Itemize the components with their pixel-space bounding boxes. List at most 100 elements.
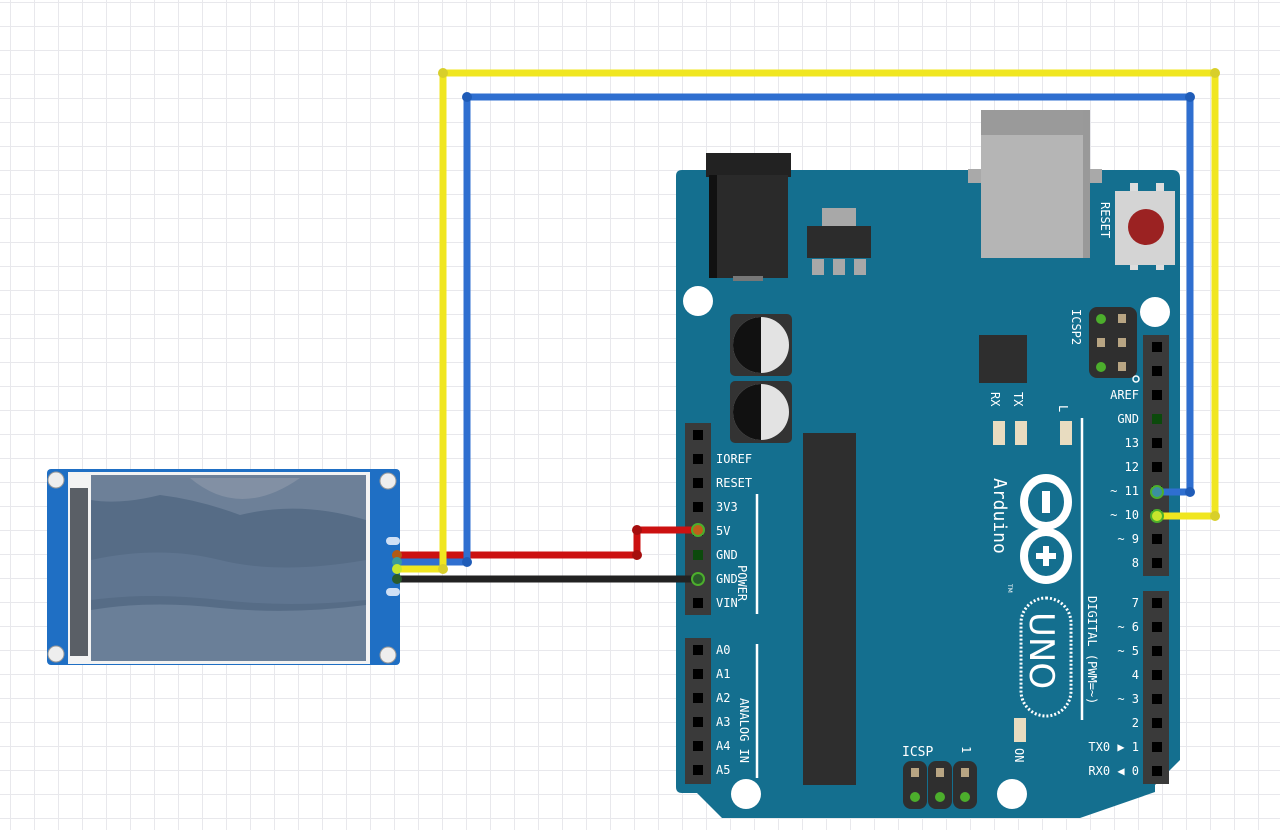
header-pin-socket[interactable] bbox=[693, 478, 703, 488]
voltage-regulator bbox=[807, 208, 871, 275]
header-pin-socket[interactable] bbox=[1152, 646, 1162, 656]
header-pin-socket[interactable] bbox=[693, 454, 703, 464]
header-pin-socket[interactable] bbox=[1152, 414, 1162, 424]
pin-label: 12 bbox=[1125, 460, 1139, 474]
tx-wire[interactable] bbox=[397, 93, 1194, 566]
pin-label: ~ 3 bbox=[1117, 692, 1139, 706]
trademark-symbol: TM bbox=[1006, 583, 1013, 593]
header-pin-socket[interactable] bbox=[693, 598, 703, 608]
mounting-hole bbox=[1140, 297, 1170, 327]
header-pin-socket[interactable] bbox=[1152, 670, 1162, 680]
power-header bbox=[685, 423, 711, 615]
header-pin-socket[interactable] bbox=[1152, 622, 1162, 632]
icsp-label: ICSP bbox=[902, 745, 933, 760]
on-led bbox=[1014, 718, 1026, 742]
header-pin-socket[interactable] bbox=[1152, 534, 1162, 544]
pin-label: 13 bbox=[1125, 436, 1139, 450]
rx-wire[interactable] bbox=[397, 69, 1219, 573]
header-pin-socket[interactable] bbox=[1152, 598, 1162, 608]
digital-header-lower bbox=[1143, 591, 1169, 784]
icsp2-header bbox=[1089, 307, 1140, 383]
atmega-chip bbox=[803, 433, 856, 785]
lcd-display-module[interactable] bbox=[47, 469, 400, 665]
tx-led bbox=[1015, 421, 1027, 445]
usb-chip bbox=[979, 335, 1027, 383]
pin-label: A3 bbox=[716, 715, 730, 729]
arduino-logo bbox=[1020, 474, 1072, 584]
pin-label: A4 bbox=[716, 739, 730, 753]
gnd-pin-connection bbox=[691, 572, 705, 586]
header-pin-socket[interactable] bbox=[1152, 718, 1162, 728]
mounting-hole bbox=[379, 472, 397, 490]
pin-label: AREF bbox=[1110, 388, 1139, 402]
header-pin-socket[interactable] bbox=[1152, 462, 1162, 472]
pin-label: 2 bbox=[1132, 716, 1139, 730]
mounting-hole bbox=[379, 646, 397, 664]
pin-label: ~ 10 bbox=[1110, 508, 1139, 522]
header-pin-socket[interactable] bbox=[1152, 742, 1162, 752]
mounting-hole bbox=[47, 471, 65, 489]
pin-label: TX0 ▶ 1 bbox=[1088, 740, 1139, 754]
header-pin-socket[interactable] bbox=[1152, 366, 1162, 376]
header-pin-socket[interactable] bbox=[1152, 342, 1162, 352]
pin-label: RESET bbox=[716, 476, 752, 490]
pin-label: GND bbox=[716, 548, 738, 562]
reset-button-cap[interactable] bbox=[1128, 209, 1164, 245]
pin-label: 4 bbox=[1132, 668, 1139, 682]
digital-group-label: DIGITAL (PWM=~) bbox=[1085, 596, 1099, 704]
arduino-uno-board[interactable]: RESET ICSP2 RX TX bbox=[676, 110, 1180, 818]
header-pin-socket[interactable] bbox=[1152, 438, 1162, 448]
header-pin-socket[interactable] bbox=[693, 550, 703, 560]
header-pin-socket[interactable] bbox=[1152, 390, 1162, 400]
mounting-hole bbox=[683, 286, 713, 316]
header-pin-socket[interactable] bbox=[693, 669, 703, 679]
header-pin-socket[interactable] bbox=[693, 765, 703, 775]
pin-label: VIN bbox=[716, 596, 738, 610]
pin-label: GND bbox=[1117, 412, 1139, 426]
l-led bbox=[1060, 421, 1072, 445]
analog-group-label: ANALOG IN bbox=[737, 698, 751, 763]
pin-label: ~ 9 bbox=[1117, 532, 1139, 546]
header-pin-socket[interactable] bbox=[1152, 558, 1162, 568]
header-pin-socket[interactable] bbox=[1152, 766, 1162, 776]
pin-label: ~ 5 bbox=[1117, 644, 1139, 658]
pin-label: GND bbox=[716, 572, 738, 586]
pin-label: 8 bbox=[1132, 556, 1139, 570]
pin-label: 3V3 bbox=[716, 500, 738, 514]
mounting-hole bbox=[47, 645, 65, 663]
header-pin-socket[interactable] bbox=[1152, 694, 1162, 704]
pin-label: A5 bbox=[716, 763, 730, 777]
icsp2-label: ICSP2 bbox=[1069, 309, 1083, 345]
reset-button[interactable] bbox=[1115, 183, 1175, 270]
rx-led bbox=[993, 421, 1005, 445]
header-pin-socket[interactable] bbox=[693, 430, 703, 440]
capacitor bbox=[730, 314, 792, 376]
flex-cable bbox=[70, 488, 88, 656]
pin11-connection bbox=[1150, 485, 1164, 499]
pin-label: IOREF bbox=[716, 452, 752, 466]
usb-connector bbox=[968, 110, 1102, 258]
reset-label: RESET bbox=[1098, 202, 1112, 238]
power-group-label: POWER bbox=[735, 565, 749, 602]
pin10-connection bbox=[1150, 509, 1164, 523]
pin-label: ~ 6 bbox=[1117, 620, 1139, 634]
header-pin-socket[interactable] bbox=[693, 717, 703, 727]
pin-label: RX0 ◀ 0 bbox=[1088, 764, 1139, 778]
on-led-label: ON bbox=[1012, 748, 1026, 762]
header-pin-socket[interactable] bbox=[693, 693, 703, 703]
icsp-header bbox=[903, 761, 977, 809]
header-pin-socket[interactable] bbox=[693, 502, 703, 512]
5v-wire[interactable] bbox=[397, 526, 698, 559]
tx-led-label: TX bbox=[1011, 392, 1025, 407]
rx-led-label: RX bbox=[988, 392, 1002, 407]
uno-badge bbox=[1019, 596, 1073, 718]
capacitor bbox=[730, 381, 792, 443]
header-pin-socket[interactable] bbox=[693, 645, 703, 655]
header-pin-socket[interactable] bbox=[693, 741, 703, 751]
pin-label: ~ 11 bbox=[1110, 484, 1139, 498]
mounting-hole bbox=[731, 779, 761, 809]
5v-pin-connection bbox=[691, 523, 705, 537]
arduino-wordmark: Arduino bbox=[989, 478, 1010, 554]
uno-label: UNO bbox=[1021, 612, 1061, 689]
